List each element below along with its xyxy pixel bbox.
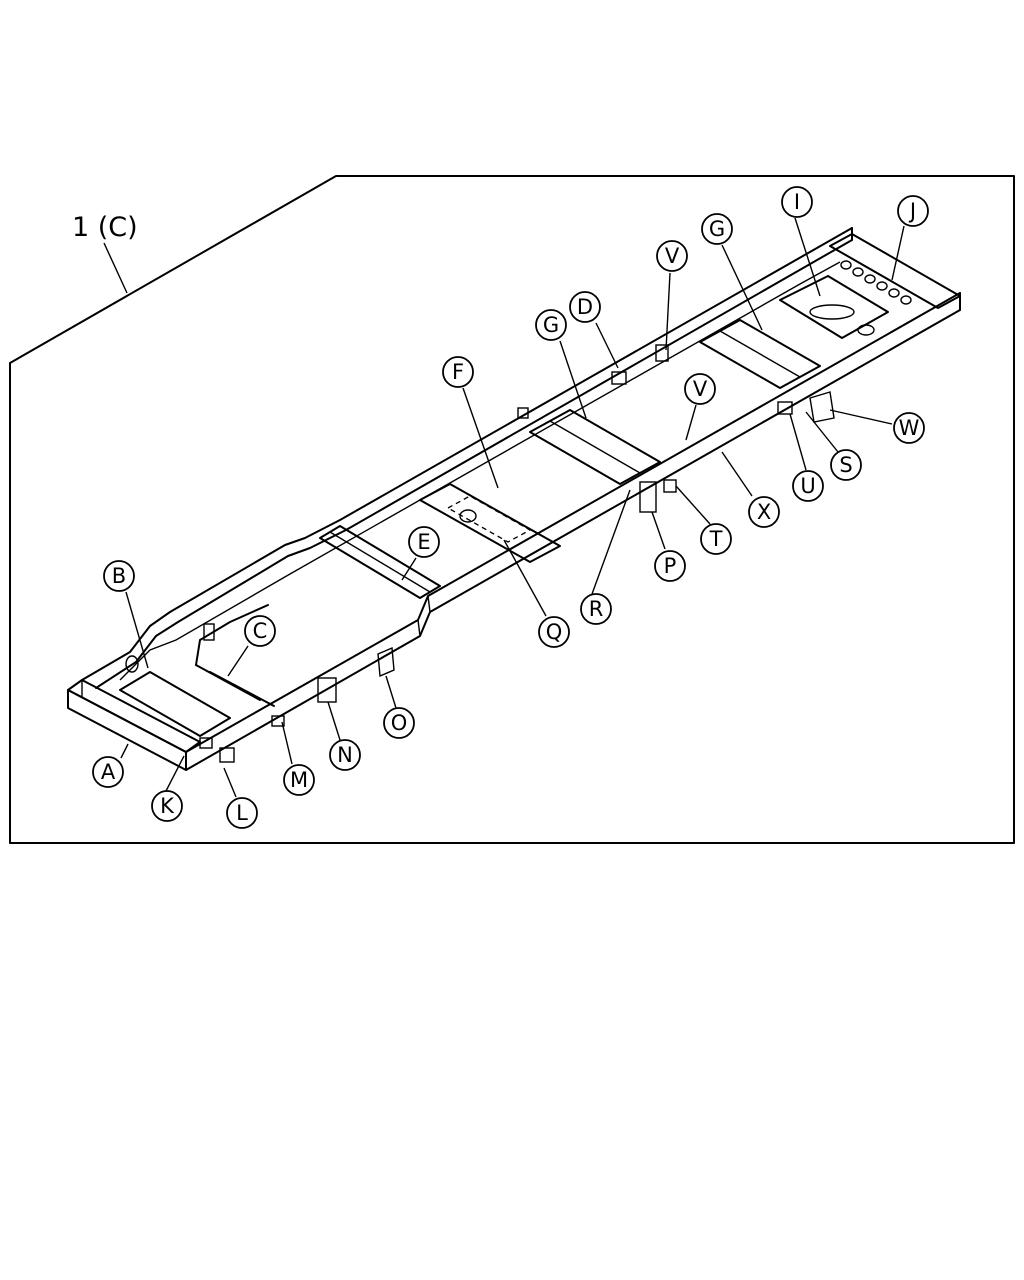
callout-Q: Q — [538, 616, 570, 648]
callout-W: W — [893, 412, 925, 444]
callout-S: S — [830, 449, 862, 481]
callout-O: O — [383, 707, 415, 739]
callout-M: M — [283, 764, 315, 796]
callout-G-rear: G — [701, 213, 733, 245]
svg-text:X: X — [757, 500, 771, 524]
svg-text:B: B — [112, 564, 126, 588]
callout-C: C — [244, 615, 276, 647]
svg-text:P: P — [664, 554, 677, 578]
svg-text:V: V — [665, 244, 680, 268]
svg-text:C: C — [253, 619, 268, 643]
svg-text:W: W — [899, 416, 920, 440]
rear-crossmember-holes — [840, 260, 912, 305]
callout-D: D — [569, 291, 601, 323]
callout-U: U — [792, 470, 824, 502]
svg-text:Q: Q — [546, 620, 563, 644]
svg-text:F: F — [452, 360, 464, 384]
assembly-title: 1 (C) — [72, 212, 138, 243]
callout-T: T — [700, 523, 732, 555]
svg-text:K: K — [160, 794, 175, 818]
callout-G-front: G — [535, 309, 567, 341]
diagram-border — [9, 175, 1015, 844]
svg-text:A: A — [101, 760, 116, 784]
svg-text:E: E — [417, 530, 430, 554]
title-leader — [103, 242, 128, 294]
svg-text:I: I — [794, 190, 800, 214]
callout-L: L — [226, 797, 258, 829]
callout-X: X — [748, 496, 780, 528]
chassis-frame — [67, 227, 961, 771]
svg-text:G: G — [709, 217, 725, 241]
svg-text:O: O — [391, 711, 408, 735]
callout-A: A — [92, 756, 124, 788]
svg-text:M: M — [290, 768, 308, 792]
svg-text:R: R — [589, 597, 604, 621]
svg-text:J: J — [908, 199, 916, 223]
svg-text:T: T — [709, 527, 723, 551]
callout-K: K — [151, 790, 183, 822]
svg-text:G: G — [543, 313, 559, 337]
callout-I: I — [781, 186, 813, 218]
svg-text:V: V — [693, 377, 708, 401]
frame-brackets — [199, 344, 835, 763]
svg-text:N: N — [337, 743, 353, 767]
callout-P: P — [654, 550, 686, 582]
callout-B: B — [103, 560, 135, 592]
svg-text:L: L — [236, 801, 248, 825]
leader-lines — [120, 217, 905, 798]
svg-text:U: U — [800, 474, 815, 498]
callout-N: N — [329, 739, 361, 771]
callout-R: R — [580, 593, 612, 625]
svg-text:D: D — [577, 295, 593, 319]
callout-E: E — [408, 526, 440, 558]
callout-V-lower: V — [684, 373, 716, 405]
callout-V-upper: V — [656, 240, 688, 272]
callout-J: J — [897, 195, 929, 227]
svg-text:S: S — [839, 453, 852, 477]
callout-F: F — [442, 356, 474, 388]
